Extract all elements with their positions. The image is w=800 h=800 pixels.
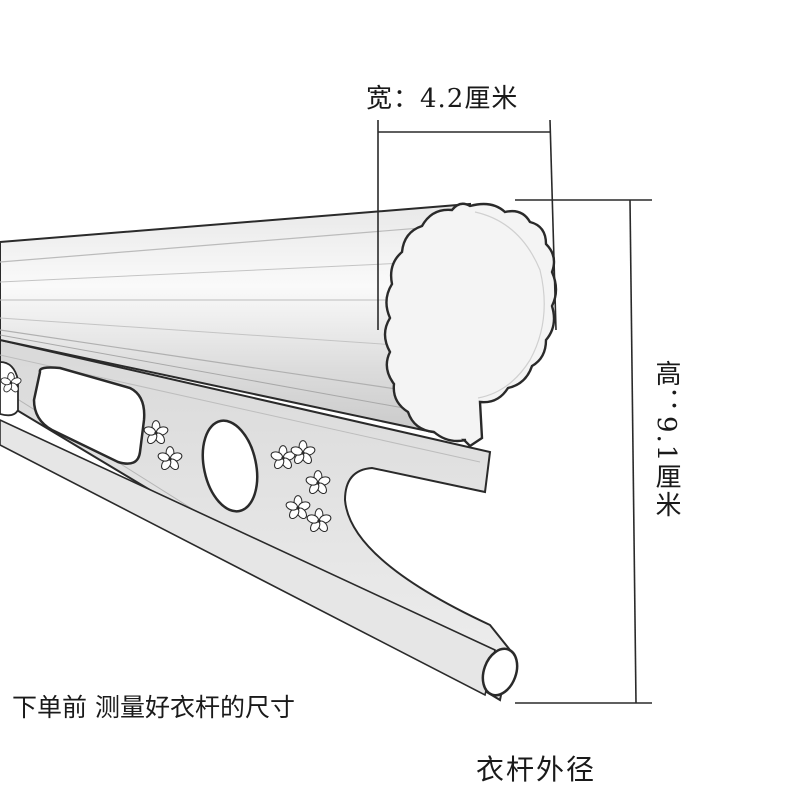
measure-note: 下单前 测量好衣杆的尺寸 [12,693,295,722]
caption: 衣杆外径 [476,753,597,786]
height-dimension-lines [515,199,652,704]
tube-cross-section [383,202,558,448]
width-dimension-lines [377,119,557,331]
width-label: 宽：4.2厘米 [366,84,519,114]
height-label: 高：9.1厘米 [651,360,681,520]
rail-bottom-tube [0,419,519,697]
